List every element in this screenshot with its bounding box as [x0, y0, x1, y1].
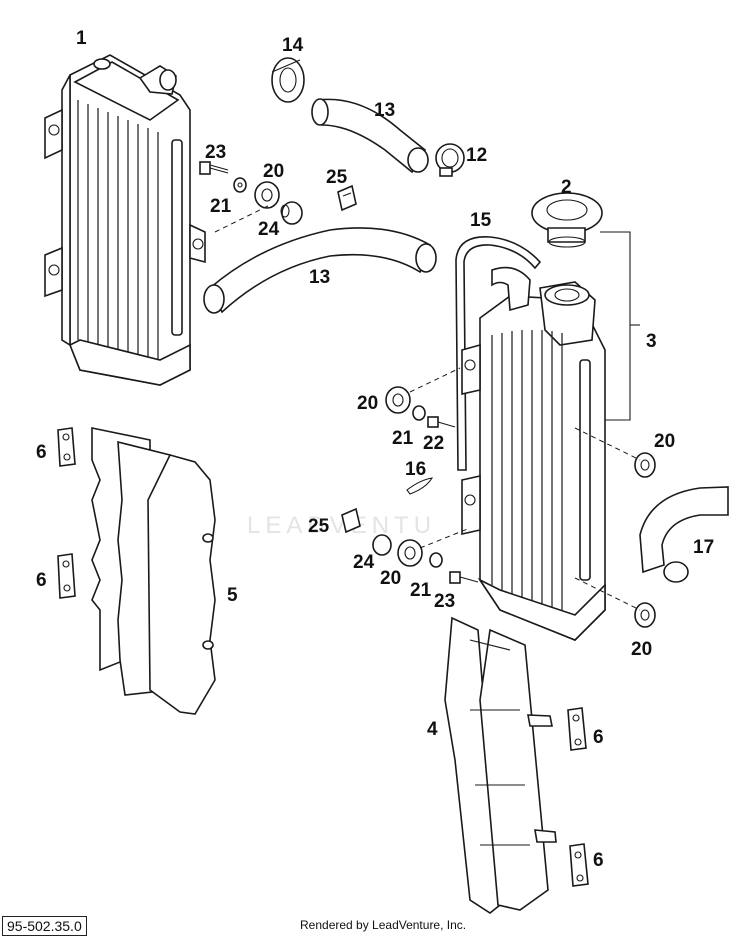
grommet-20-far-right-lower[interactable] — [634, 602, 656, 628]
callout-20d: 20 — [380, 568, 401, 589]
clip-25-right[interactable] — [341, 507, 361, 534]
callout-3: 3 — [646, 331, 657, 352]
grommet-20-far-right-upper[interactable] — [634, 452, 656, 478]
callout-24a: 24 — [258, 219, 280, 240]
lower-hose-13[interactable] — [203, 227, 437, 314]
grommet-20-left[interactable] — [254, 181, 280, 209]
hose-clamp-12[interactable] — [435, 143, 465, 177]
upper-hose-13[interactable] — [311, 98, 429, 174]
radiator-cap-2[interactable] — [531, 192, 603, 248]
callout-21b: 21 — [392, 428, 414, 449]
spacer-24-left[interactable] — [280, 201, 303, 225]
radiator-shroud-5[interactable] — [91, 427, 216, 715]
diagram-code: 95-502.35.0 — [2, 916, 87, 936]
callout-21c: 21 — [410, 580, 432, 601]
callout-13b: 13 — [309, 267, 330, 288]
callout-22: 22 — [423, 433, 444, 454]
callout-2: 2 — [561, 177, 572, 198]
clip-25-left[interactable] — [337, 184, 357, 212]
callout-24b: 24 — [353, 552, 375, 573]
bracket-6-left-lower[interactable] — [57, 553, 76, 599]
callout-20b: 20 — [357, 393, 378, 414]
spacer-24-right[interactable] — [372, 534, 392, 556]
grommet-20-right-upper[interactable] — [385, 386, 411, 414]
right-radiator[interactable] — [461, 266, 606, 641]
callout-1: 1 — [76, 28, 87, 49]
grommet-14[interactable] — [271, 57, 305, 103]
bracket-6-right-upper[interactable] — [567, 707, 587, 751]
callout-6b: 6 — [36, 570, 47, 591]
washer-21-left[interactable] — [233, 177, 247, 193]
callout-12: 12 — [466, 145, 487, 166]
callout-25b: 25 — [308, 516, 330, 537]
callout-14: 14 — [282, 35, 304, 56]
callout-17: 17 — [693, 537, 714, 558]
callout-13a: 13 — [374, 100, 395, 121]
callout-15: 15 — [470, 210, 492, 231]
washer-21-right-upper[interactable] — [412, 405, 426, 421]
callout-21a: 21 — [210, 196, 232, 217]
callout-20c: 20 — [654, 431, 675, 452]
callout-23b: 23 — [434, 591, 455, 612]
radiator-guard-4[interactable] — [444, 616, 557, 914]
callout-16: 16 — [405, 459, 426, 480]
grommet-20-right-lower[interactable] — [397, 539, 423, 567]
callout-6c: 6 — [593, 727, 604, 748]
hose-17[interactable] — [639, 486, 729, 583]
callout-6a: 6 — [36, 442, 47, 463]
callout-5: 5 — [227, 585, 238, 606]
left-radiator[interactable] — [44, 54, 206, 386]
bolt-23-right[interactable] — [449, 571, 479, 584]
callout-4: 4 — [427, 719, 438, 740]
callout-20e: 20 — [631, 639, 652, 660]
render-credit: Rendered by LeadVenture, Inc. — [300, 918, 467, 932]
leadventure-watermark: LEADVENTU — [247, 512, 437, 539]
callout-20a: 20 — [263, 161, 284, 182]
callout-25a: 25 — [326, 167, 348, 188]
clip-16[interactable] — [406, 477, 434, 495]
bolt-23-left[interactable] — [199, 161, 229, 175]
bolt-22[interactable] — [427, 416, 456, 428]
bracket-6-left-upper[interactable] — [57, 427, 76, 467]
callout-23a: 23 — [205, 142, 226, 163]
washer-21-right-lower[interactable] — [429, 552, 443, 568]
bracket-6-right-lower[interactable] — [569, 843, 589, 887]
callout-6d: 6 — [593, 850, 604, 871]
overflow-tube-15[interactable] — [455, 236, 542, 471]
